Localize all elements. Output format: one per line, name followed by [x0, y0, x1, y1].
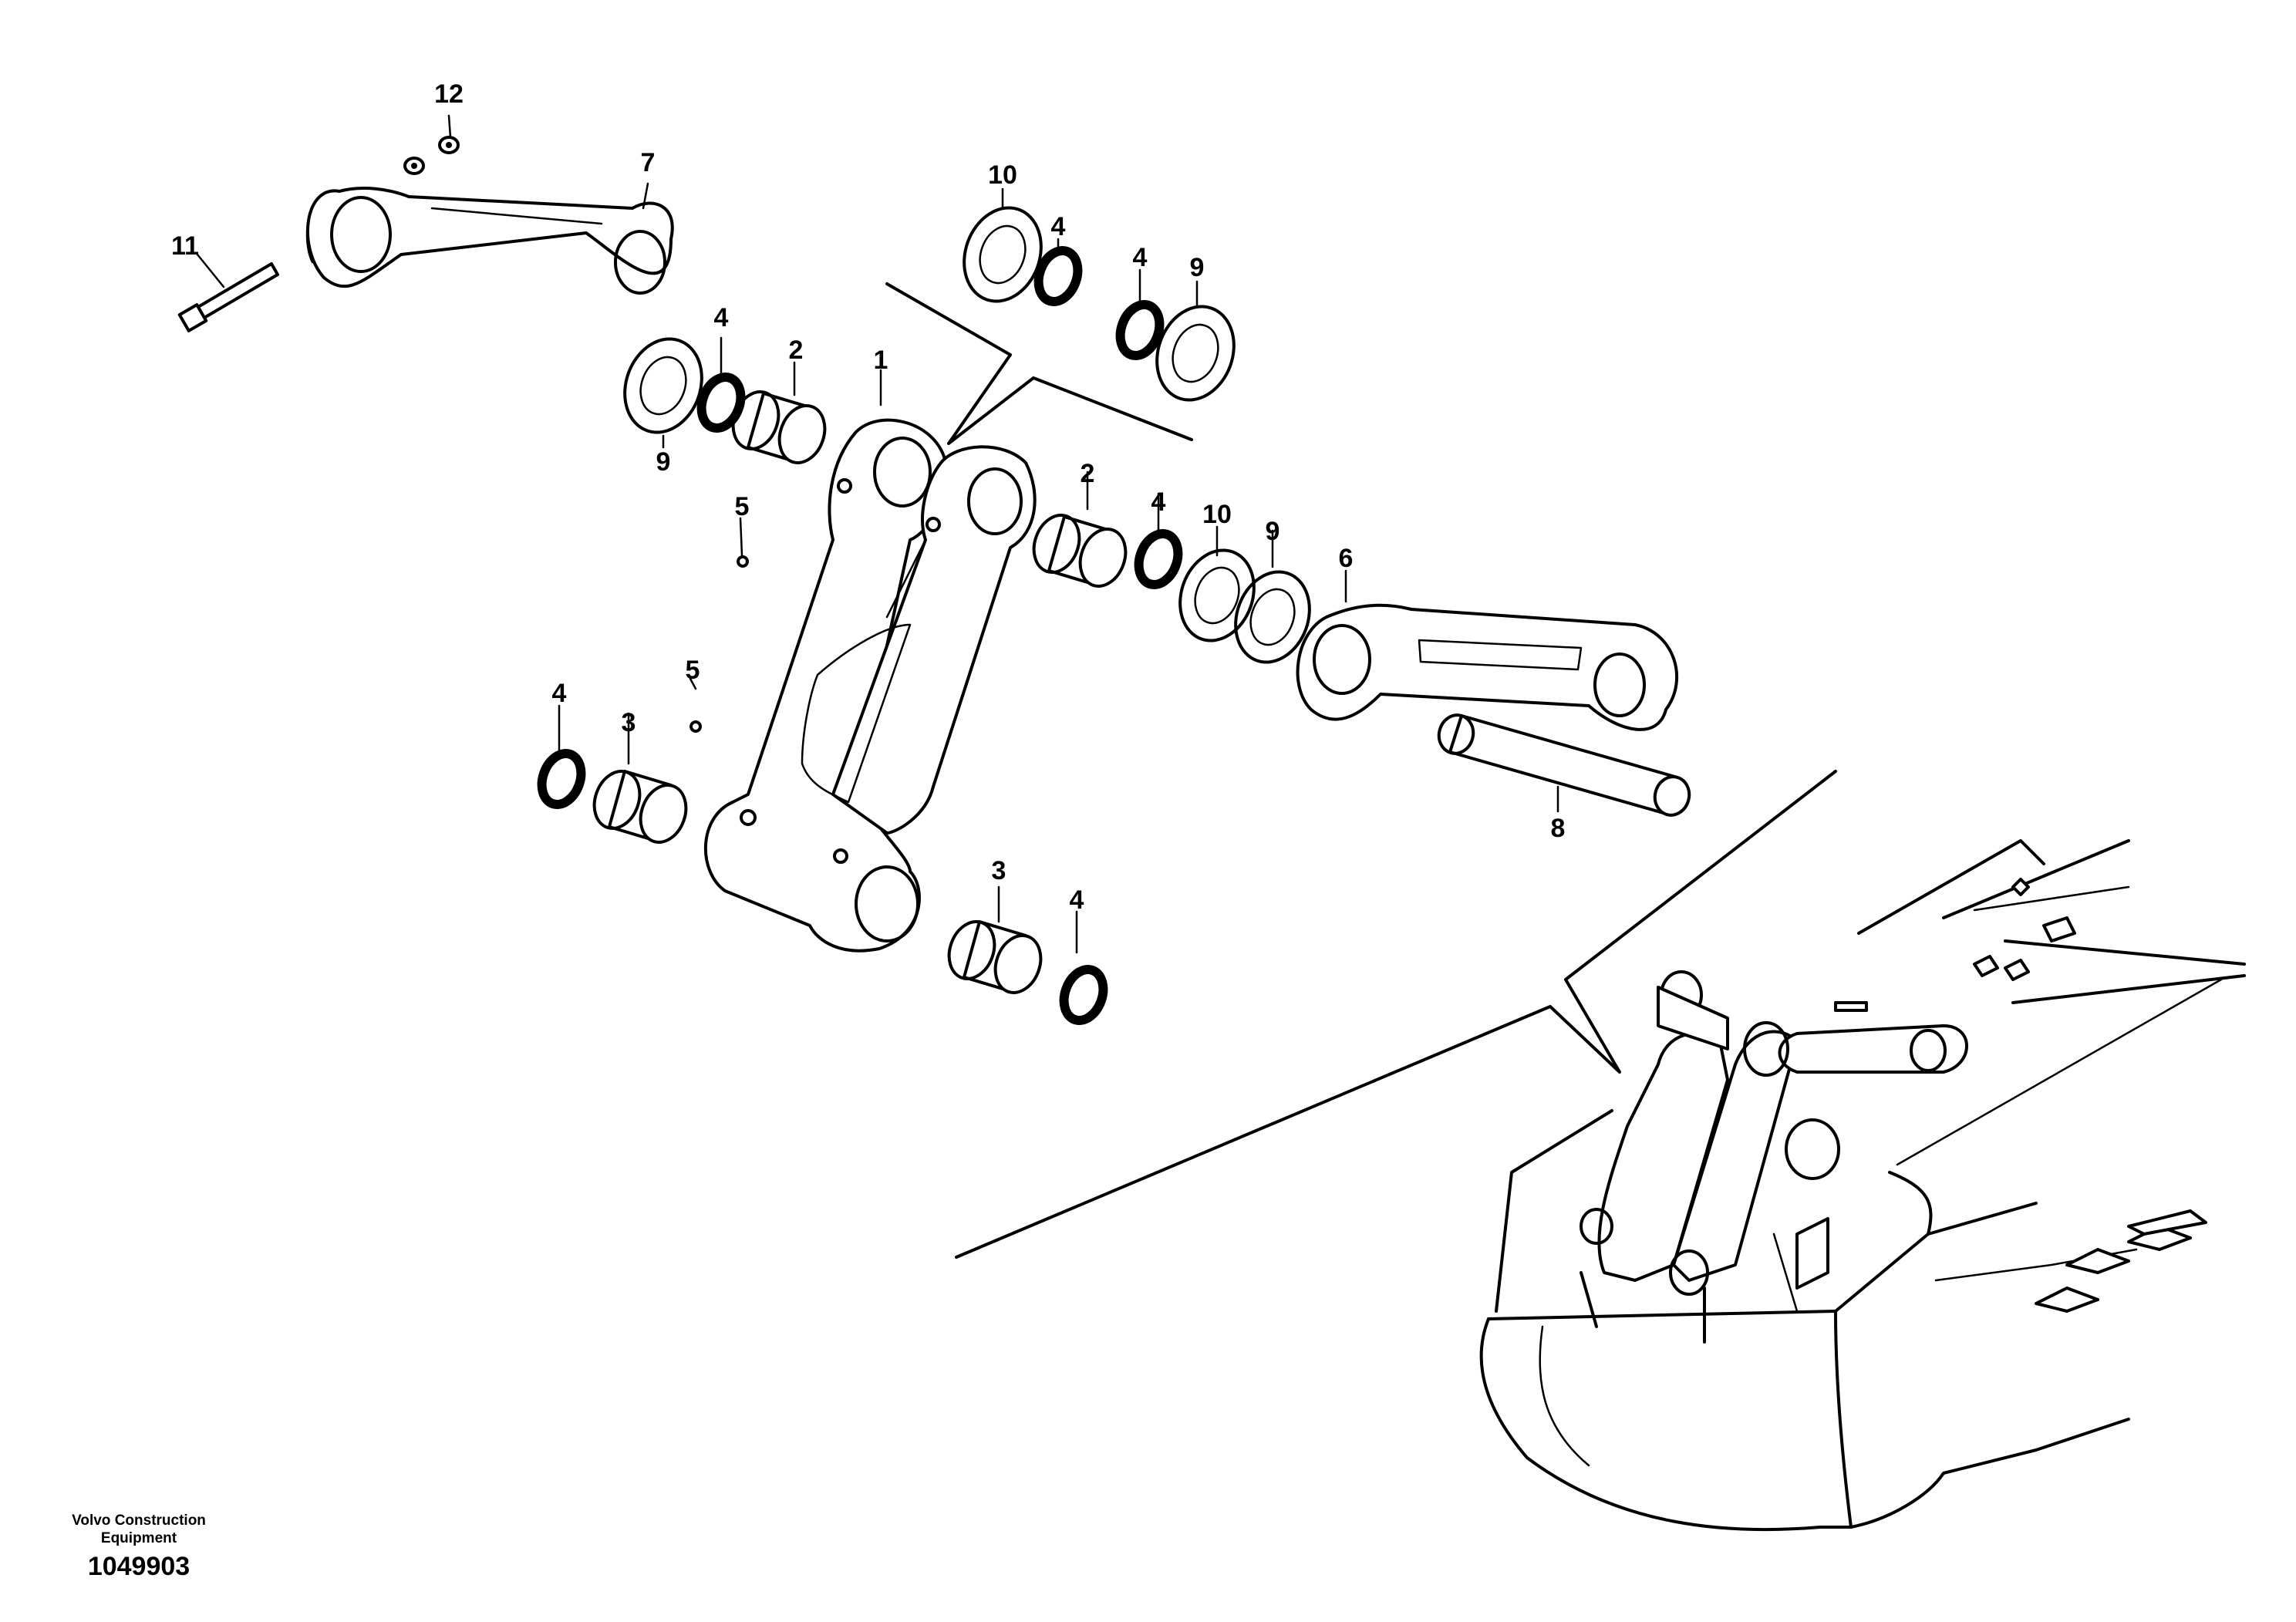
- callout-4-lower-left: 4: [552, 679, 567, 708]
- part-9-washer-left: [623, 337, 703, 434]
- part-1-main-link: [703, 418, 1037, 953]
- part-8-pin: [1437, 713, 1691, 817]
- part-7-link-rod: [305, 187, 674, 295]
- callout-3-left: 3: [622, 708, 636, 737]
- callout-6: 6: [1339, 544, 1354, 573]
- callout-7: 7: [641, 148, 656, 177]
- callout-3-right: 3: [992, 856, 1006, 885]
- callout-12: 12: [434, 79, 464, 109]
- explosion-guide-top: [885, 282, 1193, 445]
- callout-4-upper-left: 4: [1051, 212, 1066, 241]
- part-11-bolt: [177, 262, 279, 332]
- callout-10-upper: 10: [988, 160, 1017, 190]
- part-6-link-rod: [1296, 603, 1679, 731]
- callout-8: 8: [1551, 814, 1566, 843]
- callout-4-lower-right: 4: [1070, 885, 1084, 915]
- part-4-seal-ring-upper-left: [1033, 246, 1083, 306]
- bucket-assembly-view: [1479, 839, 2246, 1532]
- part-3-bushing-left: [592, 770, 688, 844]
- callout-9-middle: 9: [1266, 517, 1280, 546]
- part-2-bushing-right: [1032, 514, 1128, 588]
- part-12-nuts: [403, 136, 460, 175]
- callout-4-left: 4: [714, 303, 729, 332]
- callout-5-lower: 5: [686, 656, 700, 685]
- part-9-washer-upper: [1155, 305, 1236, 402]
- callout-11: 11: [171, 231, 199, 261]
- part-10-washer-middle: [1178, 548, 1256, 642]
- brand-line-1: Volvo Construction: [72, 1512, 206, 1529]
- part-3-bushing-right: [947, 920, 1043, 994]
- callout-5-upper: 5: [735, 492, 750, 521]
- part-9-washer-middle: [1234, 570, 1311, 664]
- callout-4-upper-right: 4: [1133, 243, 1148, 272]
- part-5-grease-nipple-upper: [737, 555, 749, 568]
- callout-9-left: 9: [656, 447, 671, 477]
- callout-2-left: 2: [789, 336, 804, 365]
- part-4-seal-ring-upper-right: [1115, 300, 1165, 360]
- part-2-bushing-left: [731, 390, 827, 464]
- part-4-seal-ring-lower-left: [537, 749, 586, 809]
- callout-4-middle: 4: [1151, 487, 1166, 517]
- diagram-code: 1049903: [87, 1552, 190, 1581]
- callout-10-middle: 10: [1202, 500, 1232, 529]
- brand-line-2: Equipment: [100, 1530, 177, 1546]
- explosion-guide-bottom: [955, 770, 1837, 1259]
- brand-label: Volvo Construction Equipment: [46, 1512, 231, 1547]
- part-4-seal-ring-lower-right: [1059, 965, 1108, 1025]
- part-5-grease-nipple-lower: [689, 720, 702, 733]
- callout-1: 1: [874, 346, 888, 375]
- callout-2-right: 2: [1081, 459, 1095, 488]
- leader-lines: [196, 114, 1559, 954]
- part-4-seal-ring-middle: [1134, 529, 1183, 589]
- callout-9-upper: 9: [1190, 253, 1205, 282]
- callout-labels: 12 7 11 10 4 4 9 4 2 1 9 5 2 4 10 9 6 5 …: [171, 79, 1565, 915]
